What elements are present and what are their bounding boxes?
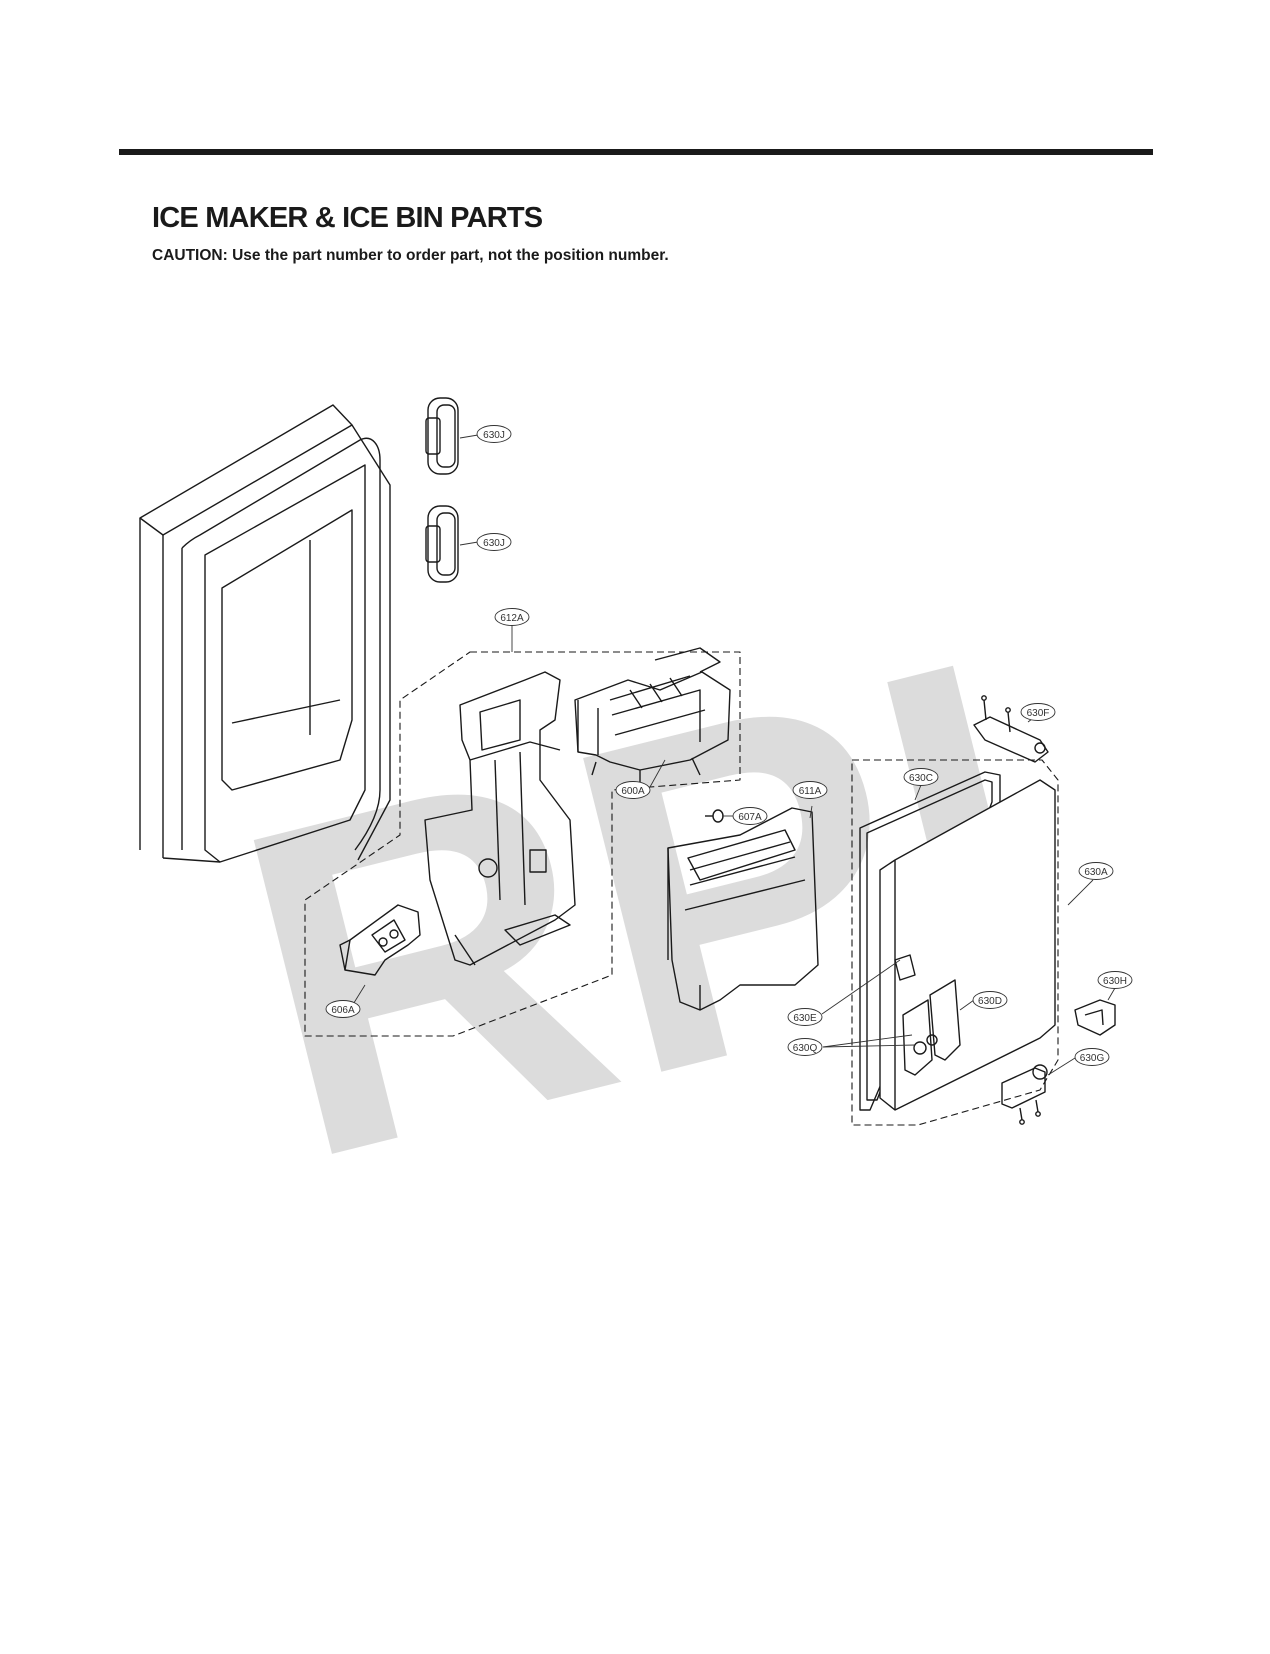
- svg-text:630H: 630H: [1103, 976, 1127, 987]
- svg-text:630D: 630D: [978, 996, 1002, 1007]
- callout-630f: 630F: [1020, 703, 1056, 721]
- svg-text:607A: 607A: [738, 812, 762, 823]
- callout-630j-bottom: 630J: [476, 533, 512, 551]
- lever-630d-drawing: [894, 954, 961, 1076]
- door-liner-drawing: [139, 404, 391, 863]
- svg-text:630J: 630J: [483, 538, 505, 549]
- svg-text:611A: 611A: [799, 786, 822, 797]
- callout-630d: 630D: [972, 991, 1008, 1009]
- callout-630g: 630G: [1074, 1048, 1110, 1066]
- hinge-630f-drawing: [973, 695, 1049, 763]
- ice-maker-600a-drawing: [574, 647, 731, 790]
- callout-630j-top: 630J: [476, 425, 512, 443]
- callout-612a: 612A: [494, 608, 530, 626]
- callout-607a: 607A: [732, 807, 768, 825]
- ice-bin-housing-drawing: [424, 671, 576, 966]
- ice-door-630a-drawing: [879, 779, 1056, 1111]
- cap-630j-top-drawing: [425, 397, 459, 475]
- svg-text:600A: 600A: [621, 786, 645, 797]
- ice-bin-cover-611a-drawing: [667, 807, 819, 1011]
- callout-630e: 630E: [787, 1008, 823, 1026]
- cap-630j-bottom-drawing: [425, 505, 459, 583]
- svg-text:630E: 630E: [793, 1013, 817, 1024]
- svg-text:630Q: 630Q: [793, 1043, 818, 1054]
- callout-630a: 630A: [1078, 862, 1114, 880]
- svg-text:606A: 606A: [331, 1005, 355, 1016]
- callout-630q: 630Q: [787, 1038, 823, 1056]
- header-rule: [119, 149, 1153, 155]
- callout-600a: 600A: [615, 781, 651, 799]
- bracket-606a-drawing: [339, 904, 421, 976]
- svg-text:630J: 630J: [483, 430, 505, 441]
- caution-note: CAUTION: Use the part number to order pa…: [152, 247, 669, 264]
- svg-text:630F: 630F: [1027, 708, 1050, 719]
- svg-text:630A: 630A: [1084, 867, 1108, 878]
- callout-630h: 630H: [1097, 971, 1133, 989]
- callout-630c: 630C: [903, 768, 939, 786]
- svg-text:630C: 630C: [909, 773, 933, 784]
- clip-630h-drawing: [1074, 999, 1116, 1036]
- callout-606a: 606A: [325, 1000, 361, 1018]
- assembly-612a-outline: [304, 651, 741, 1037]
- svg-text:612A: 612A: [500, 613, 524, 624]
- page-title: ICE MAKER & ICE BIN PARTS: [152, 202, 543, 234]
- svg-text:630G: 630G: [1080, 1053, 1105, 1064]
- callout-611a: 611A: [792, 781, 828, 799]
- bracket-630g-drawing: [1001, 1064, 1048, 1125]
